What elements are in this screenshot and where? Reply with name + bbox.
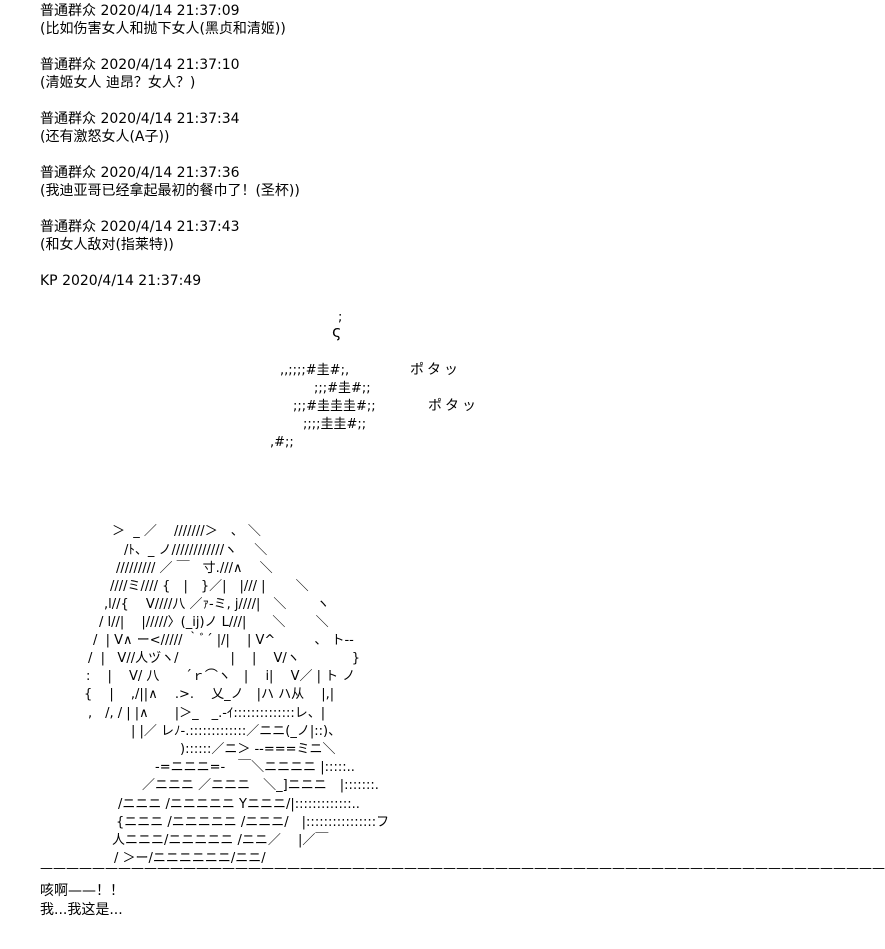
figure-art-line: / l//| |/////〉(_ij)ノ L///| ＼ ＼ xyxy=(99,615,329,630)
figure-art-line: / | V∧ ー<///// ｀ﾞ´ |/| | V^ 、 ト-- xyxy=(93,633,354,648)
sound-effect-text: ポタッ xyxy=(428,398,479,414)
drip-art-line: ς xyxy=(332,322,342,341)
figure-art-line: ///////// ／ ￣ 寸.///∧ ＼ xyxy=(116,561,273,576)
drip-art-line: ;;;;圭圭#;; xyxy=(303,417,367,432)
figure-art-line: / | V//人ヅヽ/ | | V/ヽ } xyxy=(88,651,361,666)
chat-message: 普通群众 2020/4/14 21:37:36 (我迪亚哥已经拿起最初的餐巾了！… xyxy=(40,164,870,200)
figure-art-line: ,l//{ V////八 ／ｧ-ミ, j////| ＼ ヽ xyxy=(104,597,330,612)
dialogue-line: 我...我这是... xyxy=(40,902,123,918)
sound-effect-text: ポタッ xyxy=(410,362,461,378)
dialogue: 咳啊——！！ 我...我这是... xyxy=(40,882,124,920)
figure-art-line: {ニニニ /ニニニニニ /ニニニ/ |::::::::::::::::フ xyxy=(116,815,390,830)
divider-line: ————————————————————————————————————————… xyxy=(40,862,885,876)
message-meta: 普通群众 2020/4/14 21:37:09 xyxy=(40,3,240,19)
message-body: (清姬女人 迪昂？女人？) xyxy=(40,75,196,91)
kp-message-meta: KP 2020/4/14 21:37:49 xyxy=(40,273,202,289)
dialogue-line: 咳啊——！！ xyxy=(40,883,124,899)
message-meta: 普通群众 2020/4/14 21:37:10 xyxy=(40,57,240,73)
message-body: (还有激怒女人(A子)) xyxy=(40,129,170,145)
drip-art-line: ;;;#圭#;; xyxy=(314,381,371,396)
figure-art-line: /ニニニ /ニニニニニ Yニニニ/|:::::::::::::.. xyxy=(118,797,360,812)
figure-art-line: 人ニニニ/ニニニニニ /ニニ／ |／￣ xyxy=(112,833,329,848)
drip-art-line: ,,;;;;#圭#;, xyxy=(280,363,350,378)
message-meta: 普通群众 2020/4/14 21:37:34 xyxy=(40,111,240,127)
chat-log: 普通群众 2020/4/14 21:37:09 (比如伤害女人和抛下女人(黑贞和… xyxy=(40,2,870,272)
figure-art-line: -=ニニニ=- ￣＼ニニニニ |:::::.. xyxy=(155,760,355,775)
chat-message: 普通群众 2020/4/14 21:37:09 (比如伤害女人和抛下女人(黑贞和… xyxy=(40,2,870,38)
chat-message: 普通群众 2020/4/14 21:37:10 (清姬女人 迪昂？女人？) xyxy=(40,56,870,92)
figure-art-line: : | V/ 八 ´ｒ⌒ヽ | i| V／ | ト ノ xyxy=(86,669,356,684)
drip-art-line: ;;;#圭圭圭#;; xyxy=(293,399,376,414)
figure-art-line: ／ニニニ ／ニニニ ＼_]ニニニ |:::::::. xyxy=(142,778,379,793)
figure-art-line: , /, / | |∧ |＞_ _.-ｲ::::::::::::::レ、| xyxy=(88,706,326,721)
figure-art-line: ＞ _ ／ ///////＞ 、 ＼ xyxy=(112,524,261,539)
figure-art-line: { | ,/||∧ .>. 乂_ノ |ハ ハ从 |,| xyxy=(84,687,335,702)
chat-message: 普通群众 2020/4/14 21:37:43 (和女人敌对(指莱特)) xyxy=(40,218,870,254)
figure-art-line: ////ミ//// { | }／| |/// | ＼ xyxy=(110,579,309,594)
drip-art-line: ,#;; xyxy=(270,435,294,450)
message-meta: 普通群众 2020/4/14 21:37:36 xyxy=(40,165,240,181)
message-body: (我迪亚哥已经拿起最初的餐巾了！(圣杯)) xyxy=(40,183,300,199)
chat-message: 普通群众 2020/4/14 21:37:34 (还有激怒女人(A子)) xyxy=(40,110,870,146)
message-body: (比如伤害女人和抛下女人(黑贞和清姬)) xyxy=(40,21,286,37)
message-body: (和女人敌对(指莱特)) xyxy=(40,237,174,253)
figure-art-line: /ﾄ、_ ノ////////////ヽ ＼ xyxy=(124,543,268,558)
message-meta: 普通群众 2020/4/14 21:37:43 xyxy=(40,219,240,235)
drip-art-line: ; xyxy=(338,310,343,325)
figure-art-line: )::::::／ニ＞ --===ミニ＼ xyxy=(180,742,336,757)
figure-art-line: | |／ レﾉ-.:::::::::::::／ニニ(_ノ|::)、 xyxy=(131,724,342,739)
